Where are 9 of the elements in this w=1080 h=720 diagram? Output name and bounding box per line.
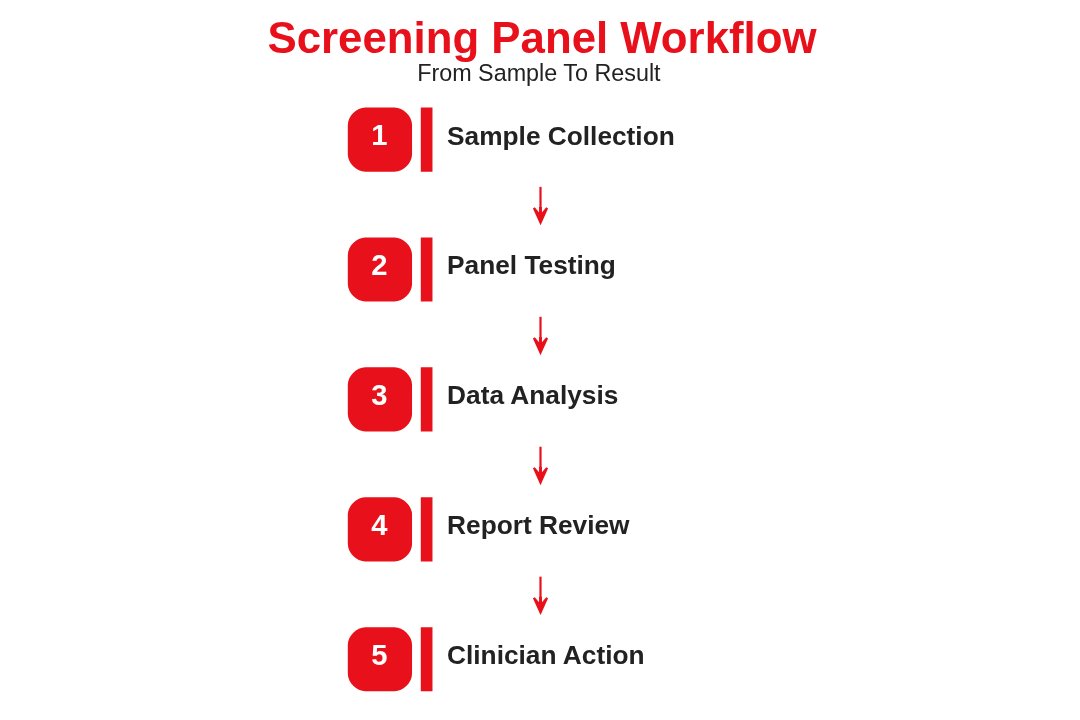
node-label: Sample Collection — [446, 120, 675, 151]
node-label: Clinician Action — [446, 640, 645, 671]
node-label: Panel Testing — [446, 250, 616, 281]
node-label: Data Analysis — [446, 380, 618, 411]
arrow — [532, 446, 548, 484]
arrow — [532, 576, 548, 614]
node-label: Report Review — [446, 510, 630, 541]
arrow — [532, 316, 548, 354]
arrow — [532, 186, 548, 224]
